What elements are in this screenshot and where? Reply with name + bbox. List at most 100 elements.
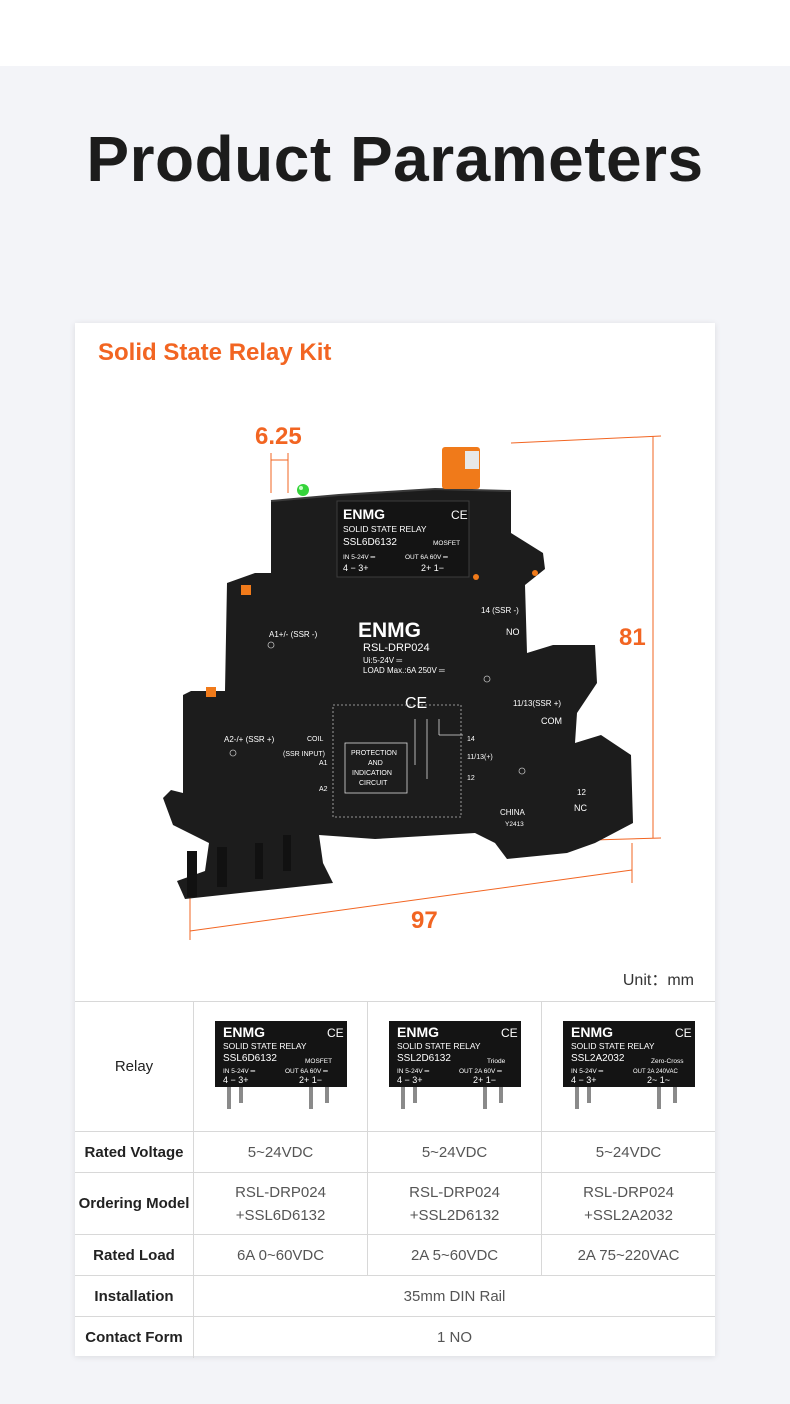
svg-text:4 − 3+: 4 − 3+: [223, 1075, 249, 1085]
cell-line: +SSL2D6132: [409, 1206, 500, 1224]
svg-text:2~ 1~: 2~ 1~: [647, 1075, 670, 1085]
svg-text:ENMG: ENMG: [343, 506, 385, 522]
svg-text:Y2413: Y2413: [505, 821, 524, 828]
table-row-relay: Relay ENMG CE SOLID STATE RELAY SSL6D613…: [75, 1001, 715, 1132]
svg-text:SSL6D6132: SSL6D6132: [223, 1053, 277, 1064]
cell-line: +SSL2A2032: [584, 1206, 673, 1224]
svg-text:CIRCUIT: CIRCUIT: [359, 780, 388, 787]
svg-text:SOLID STATE RELAY: SOLID STATE RELAY: [397, 1041, 481, 1051]
svg-text:AND: AND: [368, 760, 383, 767]
table-cell: 5~24VDC: [367, 1131, 542, 1173]
svg-text:PROTECTION: PROTECTION: [351, 750, 397, 757]
svg-text:MOSFET: MOSFET: [433, 540, 460, 547]
svg-text:4 − 3+: 4 − 3+: [397, 1075, 423, 1085]
svg-text:(SSR INPUT): (SSR INPUT): [283, 751, 325, 758]
svg-text:NC: NC: [574, 803, 587, 813]
svg-text:OUT 6A 60V ═: OUT 6A 60V ═: [285, 1068, 328, 1075]
svg-text:INDICATION: INDICATION: [352, 770, 392, 777]
table-row-rated-voltage: Rated Voltage 5~24VDC 5~24VDC 5~24VDC: [75, 1131, 715, 1173]
table-row-rated-load: Rated Load 6A 0~60VDC 2A 5~60VDC 2A 75~2…: [75, 1234, 715, 1276]
svg-text:CE: CE: [675, 1026, 692, 1040]
table-cell: 2A 5~60VDC: [367, 1234, 542, 1276]
svg-text:Zero-Cross: Zero-Cross: [651, 1058, 684, 1065]
svg-text:COM: COM: [541, 716, 562, 726]
svg-text:SSL6D6132: SSL6D6132: [343, 537, 397, 548]
row-label: Rated Load: [75, 1234, 194, 1276]
svg-text:LOAD Max.:6A 250V ═: LOAD Max.:6A 250V ═: [363, 666, 445, 675]
table-cell-merged: 1 NO: [193, 1316, 715, 1358]
svg-text:CE: CE: [451, 508, 468, 522]
table-cell-merged: 35mm DIN Rail: [193, 1275, 715, 1317]
top-strip: [0, 0, 790, 66]
relay-module-image-1: ENMG CE SOLID STATE RELAY SSL6D6132 MOSF…: [214, 1020, 347, 1109]
svg-text:IN 5-24V ═: IN 5-24V ═: [223, 1068, 255, 1075]
svg-text:CHINA: CHINA: [500, 808, 526, 817]
svg-text:ENMG: ENMG: [358, 619, 421, 642]
svg-text:OUT 6A 60V ═: OUT 6A 60V ═: [405, 554, 448, 561]
svg-text:SOLID STATE RELAY: SOLID STATE RELAY: [571, 1041, 655, 1051]
svg-text:OUT 2A 60V ═: OUT 2A 60V ═: [459, 1068, 502, 1075]
relay-image-cell: ENMG CE SOLID STATE RELAY SSL6D6132 MOSF…: [192, 1001, 368, 1132]
relay-image-cell: ENMG CE SOLID STATE RELAY SSL2A2032 Zero…: [541, 1001, 715, 1132]
cell-line: +SSL6D6132: [235, 1206, 326, 1224]
relay-module-image-3: ENMG CE SOLID STATE RELAY SSL2A2032 Zero…: [562, 1020, 695, 1109]
parameter-card: Solid State Relay Kit 6.25 81 97: [75, 323, 715, 1358]
svg-text:CE: CE: [327, 1026, 344, 1040]
cell-line: RSL-DRP024: [409, 1183, 500, 1201]
dimension-height: 81: [619, 624, 646, 651]
svg-text:CE: CE: [405, 695, 427, 712]
table-cell: 5~24VDC: [541, 1131, 715, 1173]
dimension-length: 97: [411, 907, 438, 934]
svg-text:11/13(SSR +): 11/13(SSR +): [513, 699, 561, 708]
svg-text:ENMG: ENMG: [397, 1024, 439, 1040]
svg-text:A1+/- (SSR -): A1+/- (SSR -): [269, 630, 318, 639]
svg-text:ENMG: ENMG: [223, 1024, 265, 1040]
table-cell: 6A 0~60VDC: [192, 1234, 368, 1276]
card-title: Solid State Relay Kit: [98, 339, 332, 366]
parameter-table: Relay ENMG CE SOLID STATE RELAY SSL6D613…: [75, 1001, 715, 1358]
svg-text:IN 5-24V ═: IN 5-24V ═: [397, 1068, 429, 1075]
svg-text:IN 5-24V ═: IN 5-24V ═: [343, 554, 375, 561]
relay-module-image-2: ENMG CE SOLID STATE RELAY SSL2D6132 Trio…: [388, 1020, 521, 1109]
page-title: Product Parameters: [86, 123, 704, 195]
svg-text:Ui:5-24V ═: Ui:5-24V ═: [363, 656, 402, 665]
svg-text:4 − 3+: 4 − 3+: [571, 1075, 597, 1085]
relay-body: ENMG CE SOLID STATE RELAY SSL6D6132 MOSF…: [163, 447, 633, 899]
table-cell: 5~24VDC: [192, 1131, 368, 1173]
svg-text:11/13(+): 11/13(+): [467, 754, 493, 761]
svg-text:A2-/+ (SSR +): A2-/+ (SSR +): [224, 735, 275, 744]
svg-text:IN 5-24V ═: IN 5-24V ═: [571, 1068, 603, 1075]
row-label-relay: Relay: [75, 1001, 194, 1132]
svg-text:OUT 2A 240VAC: OUT 2A 240VAC: [633, 1069, 678, 1075]
table-row-installation: Installation 35mm DIN Rail: [75, 1275, 715, 1317]
svg-text:4 − 3+: 4 − 3+: [343, 563, 369, 573]
cell-line: RSL-DRP024: [235, 1183, 326, 1201]
svg-text:MOSFET: MOSFET: [305, 1058, 332, 1065]
svg-text:CE: CE: [501, 1026, 518, 1040]
svg-text:2+ 1−: 2+ 1−: [299, 1075, 322, 1085]
row-label: Installation: [75, 1275, 194, 1317]
row-label: Ordering Model: [75, 1172, 194, 1235]
svg-text:SOLID STATE RELAY: SOLID STATE RELAY: [223, 1041, 307, 1051]
svg-text:2+ 1−: 2+ 1−: [421, 563, 444, 573]
svg-text:A1: A1: [319, 760, 328, 767]
cell-line: RSL-DRP024: [583, 1183, 674, 1201]
unit-label: Unit：mm: [622, 972, 694, 989]
table-row-ordering-model: Ordering Model RSL-DRP024 +SSL6D6132 RSL…: [75, 1172, 715, 1235]
relay-dimension-diagram: 6.25 81 97: [163, 423, 662, 940]
table-cell: RSL-DRP024 +SSL2D6132: [367, 1172, 542, 1235]
svg-text:2+ 1−: 2+ 1−: [473, 1075, 496, 1085]
row-label: Rated Voltage: [75, 1131, 194, 1173]
svg-text:12: 12: [577, 788, 586, 797]
svg-text:A2: A2: [319, 786, 328, 793]
table-cell: RSL-DRP024 +SSL2A2032: [541, 1172, 715, 1235]
svg-text:SSL2A2032: SSL2A2032: [571, 1053, 625, 1064]
svg-text:14 (SSR -): 14 (SSR -): [481, 606, 519, 615]
table-cell: 2A 75~220VAC: [541, 1234, 715, 1276]
svg-text:ENMG: ENMG: [571, 1024, 613, 1040]
svg-text:Triode: Triode: [487, 1058, 506, 1065]
svg-text:12: 12: [467, 775, 475, 782]
dimension-pitch: 6.25: [255, 423, 302, 450]
table-row-contact-form: Contact Form 1 NO: [75, 1316, 715, 1358]
svg-text:SOLID STATE RELAY: SOLID STATE RELAY: [343, 524, 427, 534]
